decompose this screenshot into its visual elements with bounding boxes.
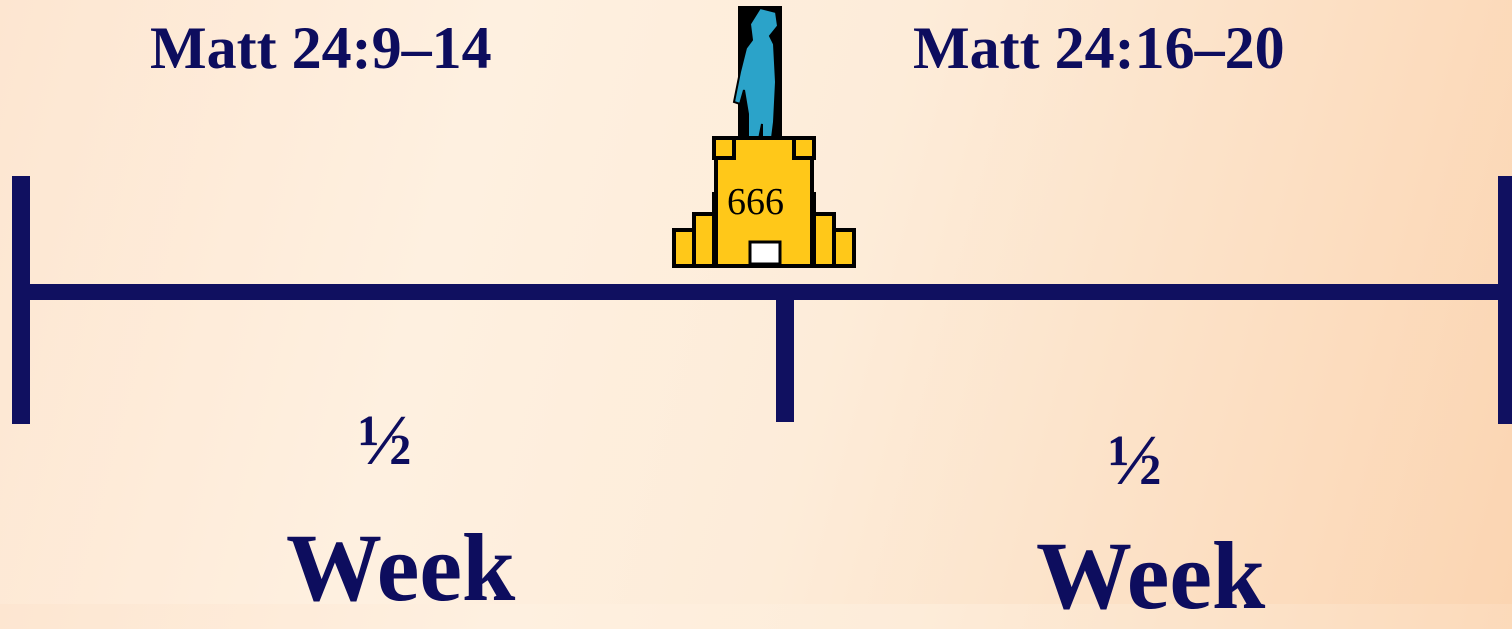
timeline: [12, 176, 1512, 424]
segment-fraction-right: ½: [1108, 420, 1162, 500]
segment-unit-left: Week: [286, 514, 516, 621]
timeline-mid-tick: [776, 292, 794, 422]
scripture-reference-left: Matt 24:9–14: [150, 15, 492, 81]
temple-label: 666: [727, 181, 784, 223]
temple-door: [748, 240, 782, 266]
timeline-left-tick: [12, 176, 30, 424]
scripture-reference-right: Matt 24:16–20: [913, 15, 1285, 81]
figure-icon: [732, 6, 782, 158]
timeline-right-tick: [1498, 176, 1512, 424]
temple-icon: [672, 6, 856, 268]
timeline-main-line: [14, 284, 1512, 300]
segment-unit-right: Week: [1036, 522, 1266, 629]
segment-fraction-left: ½: [358, 400, 412, 480]
slide: Matt 24:9–14 Matt 24:16–20 666 ½ Week ½ …: [12, 6, 1512, 624]
